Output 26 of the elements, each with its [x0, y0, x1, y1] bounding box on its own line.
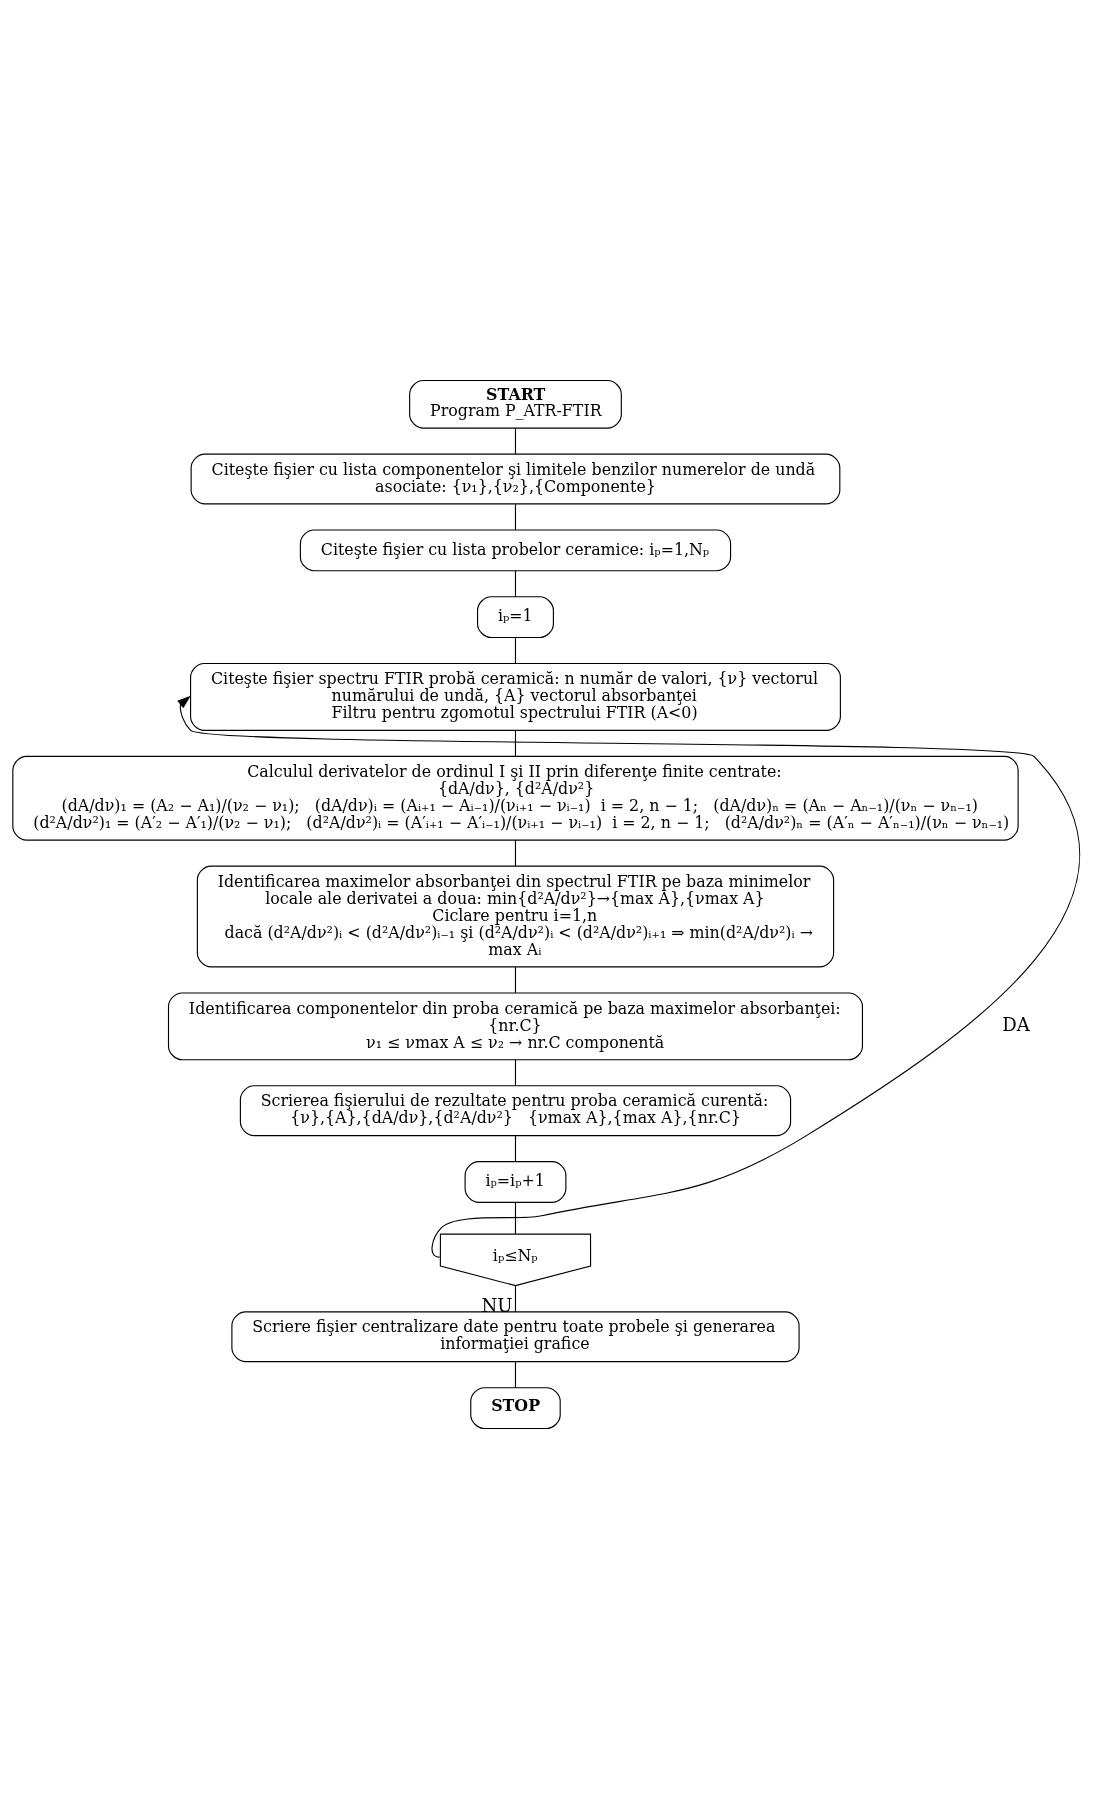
node-box: Identificarea maximelor absorbanţei din spectrul FTIR pe baza minimelor locale ale derivatei a doua: min{d²A/dν²}→{max A},{νmax A} Ciclare pentru i=1,n dacă (d²A/dν²)ᵢ < (d²A/dν²)ᵢ₋₁ şi (d²A/dν²)ᵢ < (d²A/dν²)ᵢ₊₁ ⇒ min(d²A/dν²)ᵢ → max Aᵢ	[196, 865, 835, 968]
connector	[514, 1059, 517, 1087]
connector	[514, 570, 517, 598]
node-box: Scrierea fişierului de rezultate pentru proba ceramică curentă: {ν},{A},{dA/dν},{d²A/dν²} {νmax A},{max A},{nr.C}	[239, 1085, 792, 1137]
node-box: START Program P_ATR-FTIR	[409, 379, 622, 429]
connector	[514, 1361, 517, 1389]
node-box: Citeşte fişier spectru FTIR probă ceramică: n număr de valori, {ν} vectorul numărului de undă, {A} vectorul absorbanţei Filtru pentru zgomotul spectrului FTIR (A<0)	[190, 663, 841, 731]
node-box: Scriere fişier centralizare date pentru toate probele şi generarea informaţiei grafice	[231, 1311, 800, 1363]
node-box: Citeşte fişier cu lista componentelor şi limitele benzilor numerelor de undă asociate: {ν₁},{ν₂},{Componente}	[190, 453, 841, 505]
connector	[514, 729, 517, 757]
connector	[514, 503, 517, 531]
node-box: Citeşte fişier cu lista probelor ceramice: iₚ=1,Nₚ	[299, 529, 732, 572]
edge-label: DA	[1002, 1013, 1030, 1035]
connector	[514, 427, 517, 455]
connector	[514, 637, 517, 664]
node-box: iₚ=1	[477, 596, 554, 639]
connector	[514, 1135, 517, 1163]
node-box: iₚ=iₚ+1	[464, 1161, 567, 1203]
node-box: STOP	[470, 1387, 561, 1430]
connector	[514, 966, 517, 994]
arrow	[177, 695, 1081, 1258]
node-box: Calculul derivatelor de ordinul I şi II prin diferenţe finite centrate: {dA/dν}, {d²A/dν²} (dA/dν)₁ = (A₂ − A₁)/(ν₂ − ν₁); (dA/dν)ᵢ = (Aᵢ₊₁ − Aᵢ₋₁)/(νᵢ₊₁ − νᵢ₋₁) i = 2, n − 1; (dA/dν)ₙ = (Aₙ − Aₙ₋₁)/(νₙ − νₙ₋₁) (d²A/dν²)₁ = (A′₂ − A′₁)/(ν₂ − ν₁); (d²A/dν²)ᵢ = (A′ᵢ₊₁ − A′ᵢ₋₁)/(νᵢ₊₁ − νᵢ₋₁) i = 2, n − 1; (d²A/dν²)ₙ = (A′ₙ − A′ₙ₋₁)/(νₙ − νₙ₋₁)	[12, 755, 1019, 841]
connector	[514, 839, 517, 867]
connector	[514, 1285, 517, 1313]
connector	[514, 1202, 517, 1235]
node-box: Identificarea componentelor din proba ceramică pe baza maximelor absorbanţei: {nr.C} ν₁ ≤ νmax A ≤ ν₂ → nr.C componentă	[167, 992, 864, 1061]
